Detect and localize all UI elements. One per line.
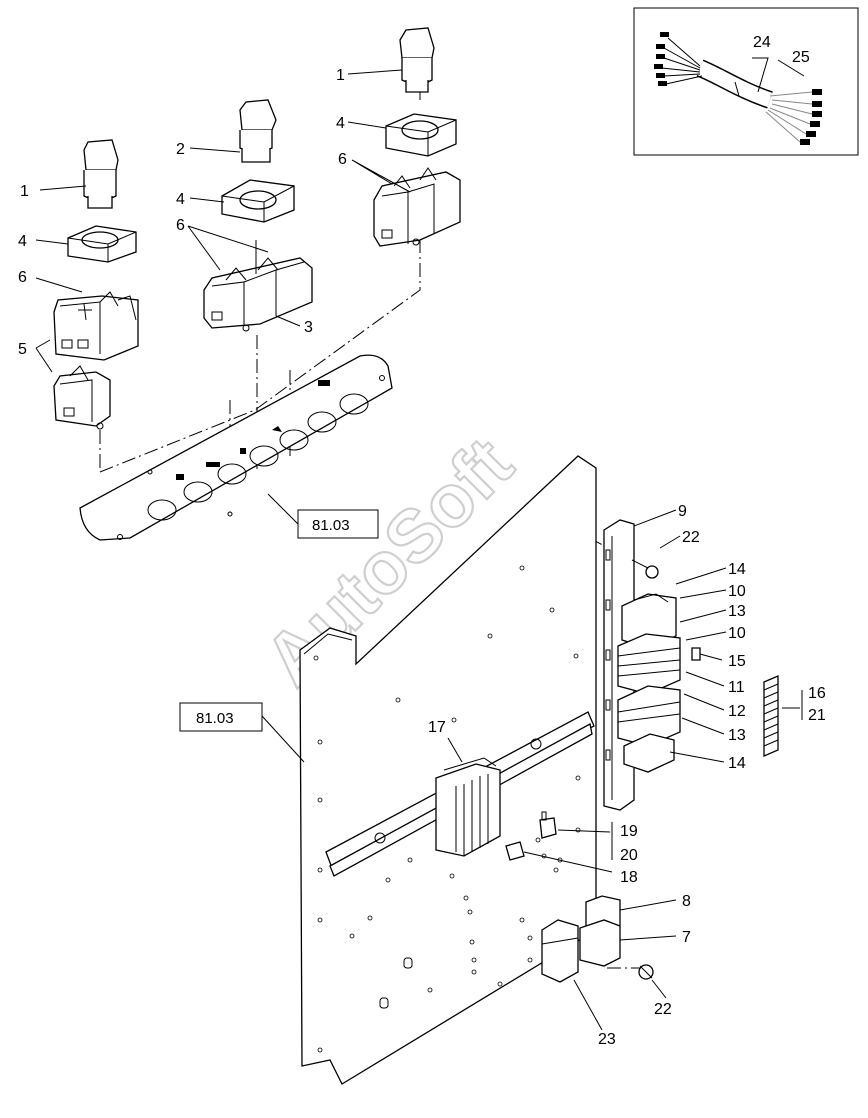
mounting-plate xyxy=(299,455,597,1085)
callout-4-middle: 4 xyxy=(176,191,185,208)
callout-6-middle: 6 xyxy=(176,217,185,234)
switch-assembly-middle xyxy=(203,99,313,332)
ref-box-plate-label: 81.03 xyxy=(196,710,234,727)
callout-4-left: 4 xyxy=(18,233,27,250)
inset-frame xyxy=(633,7,859,156)
callout-25: 25 xyxy=(792,49,810,66)
callout-10-bottom: 10 xyxy=(728,625,746,642)
callout-23: 23 xyxy=(598,1031,616,1048)
callout-1-left: 1 xyxy=(20,183,29,200)
fuse-18 xyxy=(505,841,525,861)
callout-22-bottom: 22 xyxy=(654,1001,672,1018)
callout-11: 11 xyxy=(728,679,745,696)
bracket-23 xyxy=(541,919,579,983)
marker-strip xyxy=(763,675,779,757)
callout-13-top: 13 xyxy=(728,603,746,620)
contact-block-middle xyxy=(203,240,313,332)
callout-16: 16 xyxy=(808,685,826,702)
fuse-19-20 xyxy=(539,811,557,839)
callout-3: 3 xyxy=(304,319,313,336)
callout-6-left: 6 xyxy=(18,269,27,286)
ref-box-panel: 81.03 xyxy=(267,493,379,539)
cable-inset: 24 25 xyxy=(633,7,859,156)
ref-box-plate: 81.03 xyxy=(179,702,305,763)
callout-5: 5 xyxy=(18,341,27,358)
knob-left xyxy=(83,139,119,209)
callout-15: 15 xyxy=(728,653,746,670)
callout-6-right: 6 xyxy=(338,151,347,168)
relay-socket-7 xyxy=(579,919,621,967)
ref-box-panel-label: 81.03 xyxy=(312,517,350,534)
callout-14-bottom: 14 xyxy=(728,755,746,772)
screw-22-top xyxy=(631,559,659,579)
terminal-blocks-stack xyxy=(617,593,701,773)
plate-holes xyxy=(313,565,593,1053)
knob-middle xyxy=(239,99,277,163)
callout-13-bottom: 13 xyxy=(728,727,746,744)
contact-block-left-single xyxy=(53,365,111,430)
terminal-strip xyxy=(435,757,501,857)
callout-22-top: 22 xyxy=(682,529,700,546)
leader-lines xyxy=(35,69,803,1031)
callout-1-right: 1 xyxy=(336,67,345,84)
callout-numbers: 1 4 6 5 2 4 6 3 1 4 6 9 22 14 10 13 10 1… xyxy=(18,67,826,1048)
callout-14-top: 14 xyxy=(728,561,746,578)
callout-20: 20 xyxy=(620,847,638,864)
callout-8: 8 xyxy=(682,893,691,910)
callout-17: 17 xyxy=(428,719,446,736)
callout-9: 9 xyxy=(678,503,687,520)
callout-7: 7 xyxy=(682,929,691,946)
callout-4-right: 4 xyxy=(336,115,345,132)
callout-2: 2 xyxy=(176,141,185,158)
callout-19: 19 xyxy=(620,823,638,840)
callout-21: 21 xyxy=(808,707,826,724)
adapter-left xyxy=(67,225,137,263)
panel-holes xyxy=(147,393,369,521)
panel-symbols xyxy=(176,380,330,480)
control-panel-plate xyxy=(79,354,393,541)
adapter-middle xyxy=(221,179,295,223)
switch-assembly-right xyxy=(373,27,461,247)
contact-block-left-pair xyxy=(53,291,139,361)
cable-harness xyxy=(654,32,822,145)
adapter-right xyxy=(385,113,457,157)
screw-22-bottom xyxy=(638,964,654,980)
callout-24: 24 xyxy=(753,34,771,51)
knob-right xyxy=(399,27,435,93)
switch-assembly-left xyxy=(53,139,139,430)
callout-18: 18 xyxy=(620,869,638,886)
callout-12: 12 xyxy=(728,703,746,720)
contact-block-right xyxy=(373,167,461,247)
callout-10-top: 10 xyxy=(728,583,746,600)
